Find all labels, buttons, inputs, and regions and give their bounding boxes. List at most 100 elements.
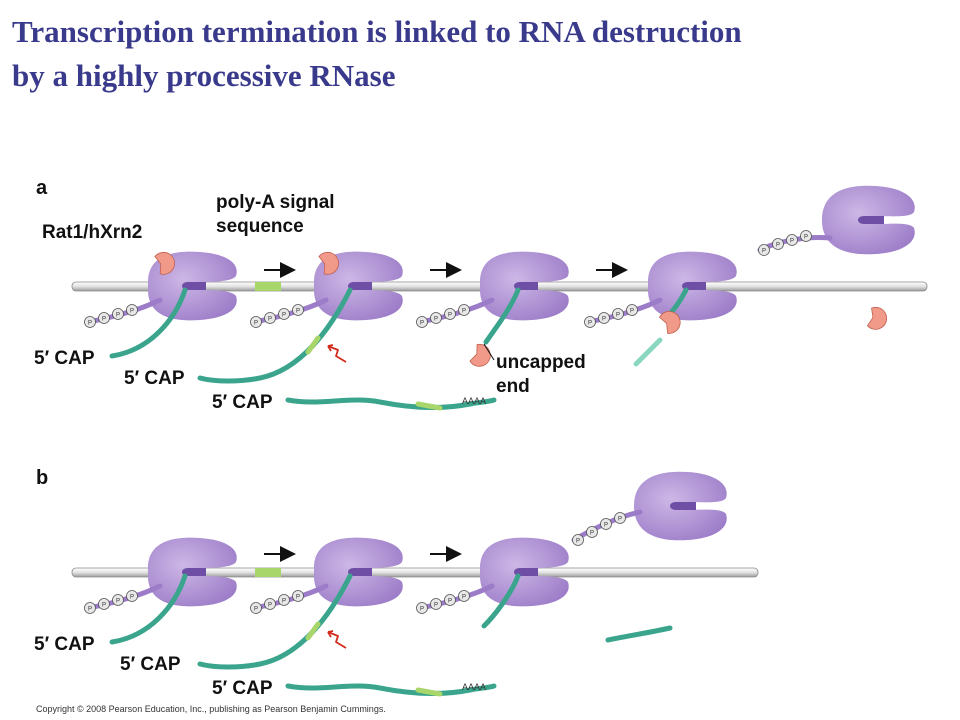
phosphate-label: P [254, 321, 258, 327]
cap-label-a1: 5′ CAP [34, 348, 95, 369]
polymerase-b4-released [634, 471, 727, 541]
phosphate-circle [84, 316, 96, 328]
polyA-signal-a [255, 282, 281, 291]
phosphate-circle [772, 238, 784, 250]
polyA-label-line2: sequence [216, 216, 304, 237]
phosphate-circle [416, 602, 428, 614]
phosphate-label: P [590, 531, 594, 537]
phosphate-circle [292, 590, 304, 602]
phosphate-circle [458, 590, 470, 602]
cap-label-b3: 5′ CAP [212, 678, 273, 699]
phosphate-circle [250, 316, 262, 328]
phosphate-circle [98, 312, 110, 324]
phosphate-label: P [116, 599, 120, 605]
polymerase-b3 [480, 537, 569, 607]
rna-a4-degraded [633, 337, 663, 367]
phosphate-label: P [420, 607, 424, 613]
phosphate-label: P [296, 595, 300, 601]
phosphate-circle [586, 526, 598, 538]
phosphate-label: P [130, 309, 134, 315]
rnase-1 [154, 251, 175, 275]
panel-a-letter: a [36, 177, 48, 199]
phosphate-circle [614, 512, 626, 524]
phosphate-label: P [762, 249, 766, 255]
phosphate-label: P [130, 595, 134, 601]
rna-a2 [197, 287, 353, 384]
phosphate-circle [600, 518, 612, 530]
phosphate-circle [786, 234, 798, 246]
uncapped-label-line2: end [496, 376, 530, 397]
cleavage-arrows [327, 344, 347, 649]
rnase-3 [469, 343, 491, 367]
phosphate-label: P [88, 607, 92, 613]
phosphate-label: P [282, 599, 286, 605]
phosphate-label: P [434, 317, 438, 323]
polymerase-b2 [314, 537, 403, 607]
copyright-notice: Copyright © 2008 Pearson Education, Inc.… [36, 704, 386, 714]
phosphate-circle [292, 304, 304, 316]
phosphate-label: P [618, 517, 622, 523]
rnase-5 [866, 307, 888, 330]
phosphate-label: P [602, 317, 606, 323]
rna-a3-released [285, 397, 497, 411]
phosphate-label: P [604, 523, 608, 529]
phosphate-label: P [804, 235, 808, 241]
phosphate-circle [112, 308, 124, 320]
phosphate-circle [444, 594, 456, 606]
phosphate-label: P [268, 317, 272, 323]
rna-a3-polyA-signal [415, 401, 443, 411]
phosphate-label: P [268, 603, 272, 609]
cap-label-a3: 5′ CAP [212, 392, 273, 413]
phosphate-circle [572, 534, 584, 546]
rat1-label: Rat1/hXrn2 [42, 222, 142, 243]
rna-a3-stub [483, 287, 521, 345]
phosphate-label: P [88, 321, 92, 327]
uncapped-label-line1: uncapped [496, 352, 586, 373]
phosphate-circle [430, 598, 442, 610]
slide-title: Transcription termination is linked to R… [12, 10, 952, 98]
phosphate-circle [250, 602, 262, 614]
rnase-2 [318, 251, 339, 275]
phosphate-label: P [116, 313, 120, 319]
phosphate-label: P [588, 321, 592, 327]
phosphate-label: P [630, 309, 634, 315]
cap-label-b1: 5′ CAP [34, 634, 95, 655]
cap-label-a2: 5′ CAP [124, 368, 185, 389]
phosphate-circle [800, 230, 812, 242]
polyA-tail-b: AAAA [462, 682, 486, 692]
phosphate-label: P [448, 599, 452, 605]
cap-label-b2: 5′ CAP [120, 654, 181, 675]
phosphate-label: P [420, 321, 424, 327]
phosphate-circle [278, 308, 290, 320]
phosphate-label: P [282, 313, 286, 319]
polymerase-a4 [648, 251, 737, 321]
polyA-signal-b [255, 568, 281, 577]
phosphate-label: P [776, 243, 780, 249]
phosphate-circle [264, 312, 276, 324]
phosphate-label: P [576, 539, 580, 545]
phosphate-circle [126, 304, 138, 316]
phosphate-circle [430, 312, 442, 324]
phosphate-label: P [462, 309, 466, 315]
phosphate-label: P [296, 309, 300, 315]
direction-arrows [264, 262, 628, 562]
phosphate-circle [626, 304, 638, 316]
phosphate-label: P [462, 595, 466, 601]
phosphate-circle [612, 308, 624, 320]
polymerase-a5-released [822, 185, 915, 255]
phosphate-circle [444, 308, 456, 320]
phosphate-circle [264, 598, 276, 610]
rnase-rat1 [154, 251, 888, 367]
phosphate-circle [458, 304, 470, 316]
phosphate-label: P [616, 313, 620, 319]
title-line-2: by a highly processive RNase [12, 58, 396, 93]
panel-b-letter: b [36, 467, 48, 489]
phosphate-circle [98, 598, 110, 610]
phosphate-circle [598, 312, 610, 324]
polyA-label-line1: poly-A signal [216, 192, 335, 213]
phosphate-label: P [434, 603, 438, 609]
polymerase-b1 [148, 537, 237, 607]
phosphate-label: P [448, 313, 452, 319]
title-line-1: Transcription termination is linked to R… [12, 14, 742, 49]
